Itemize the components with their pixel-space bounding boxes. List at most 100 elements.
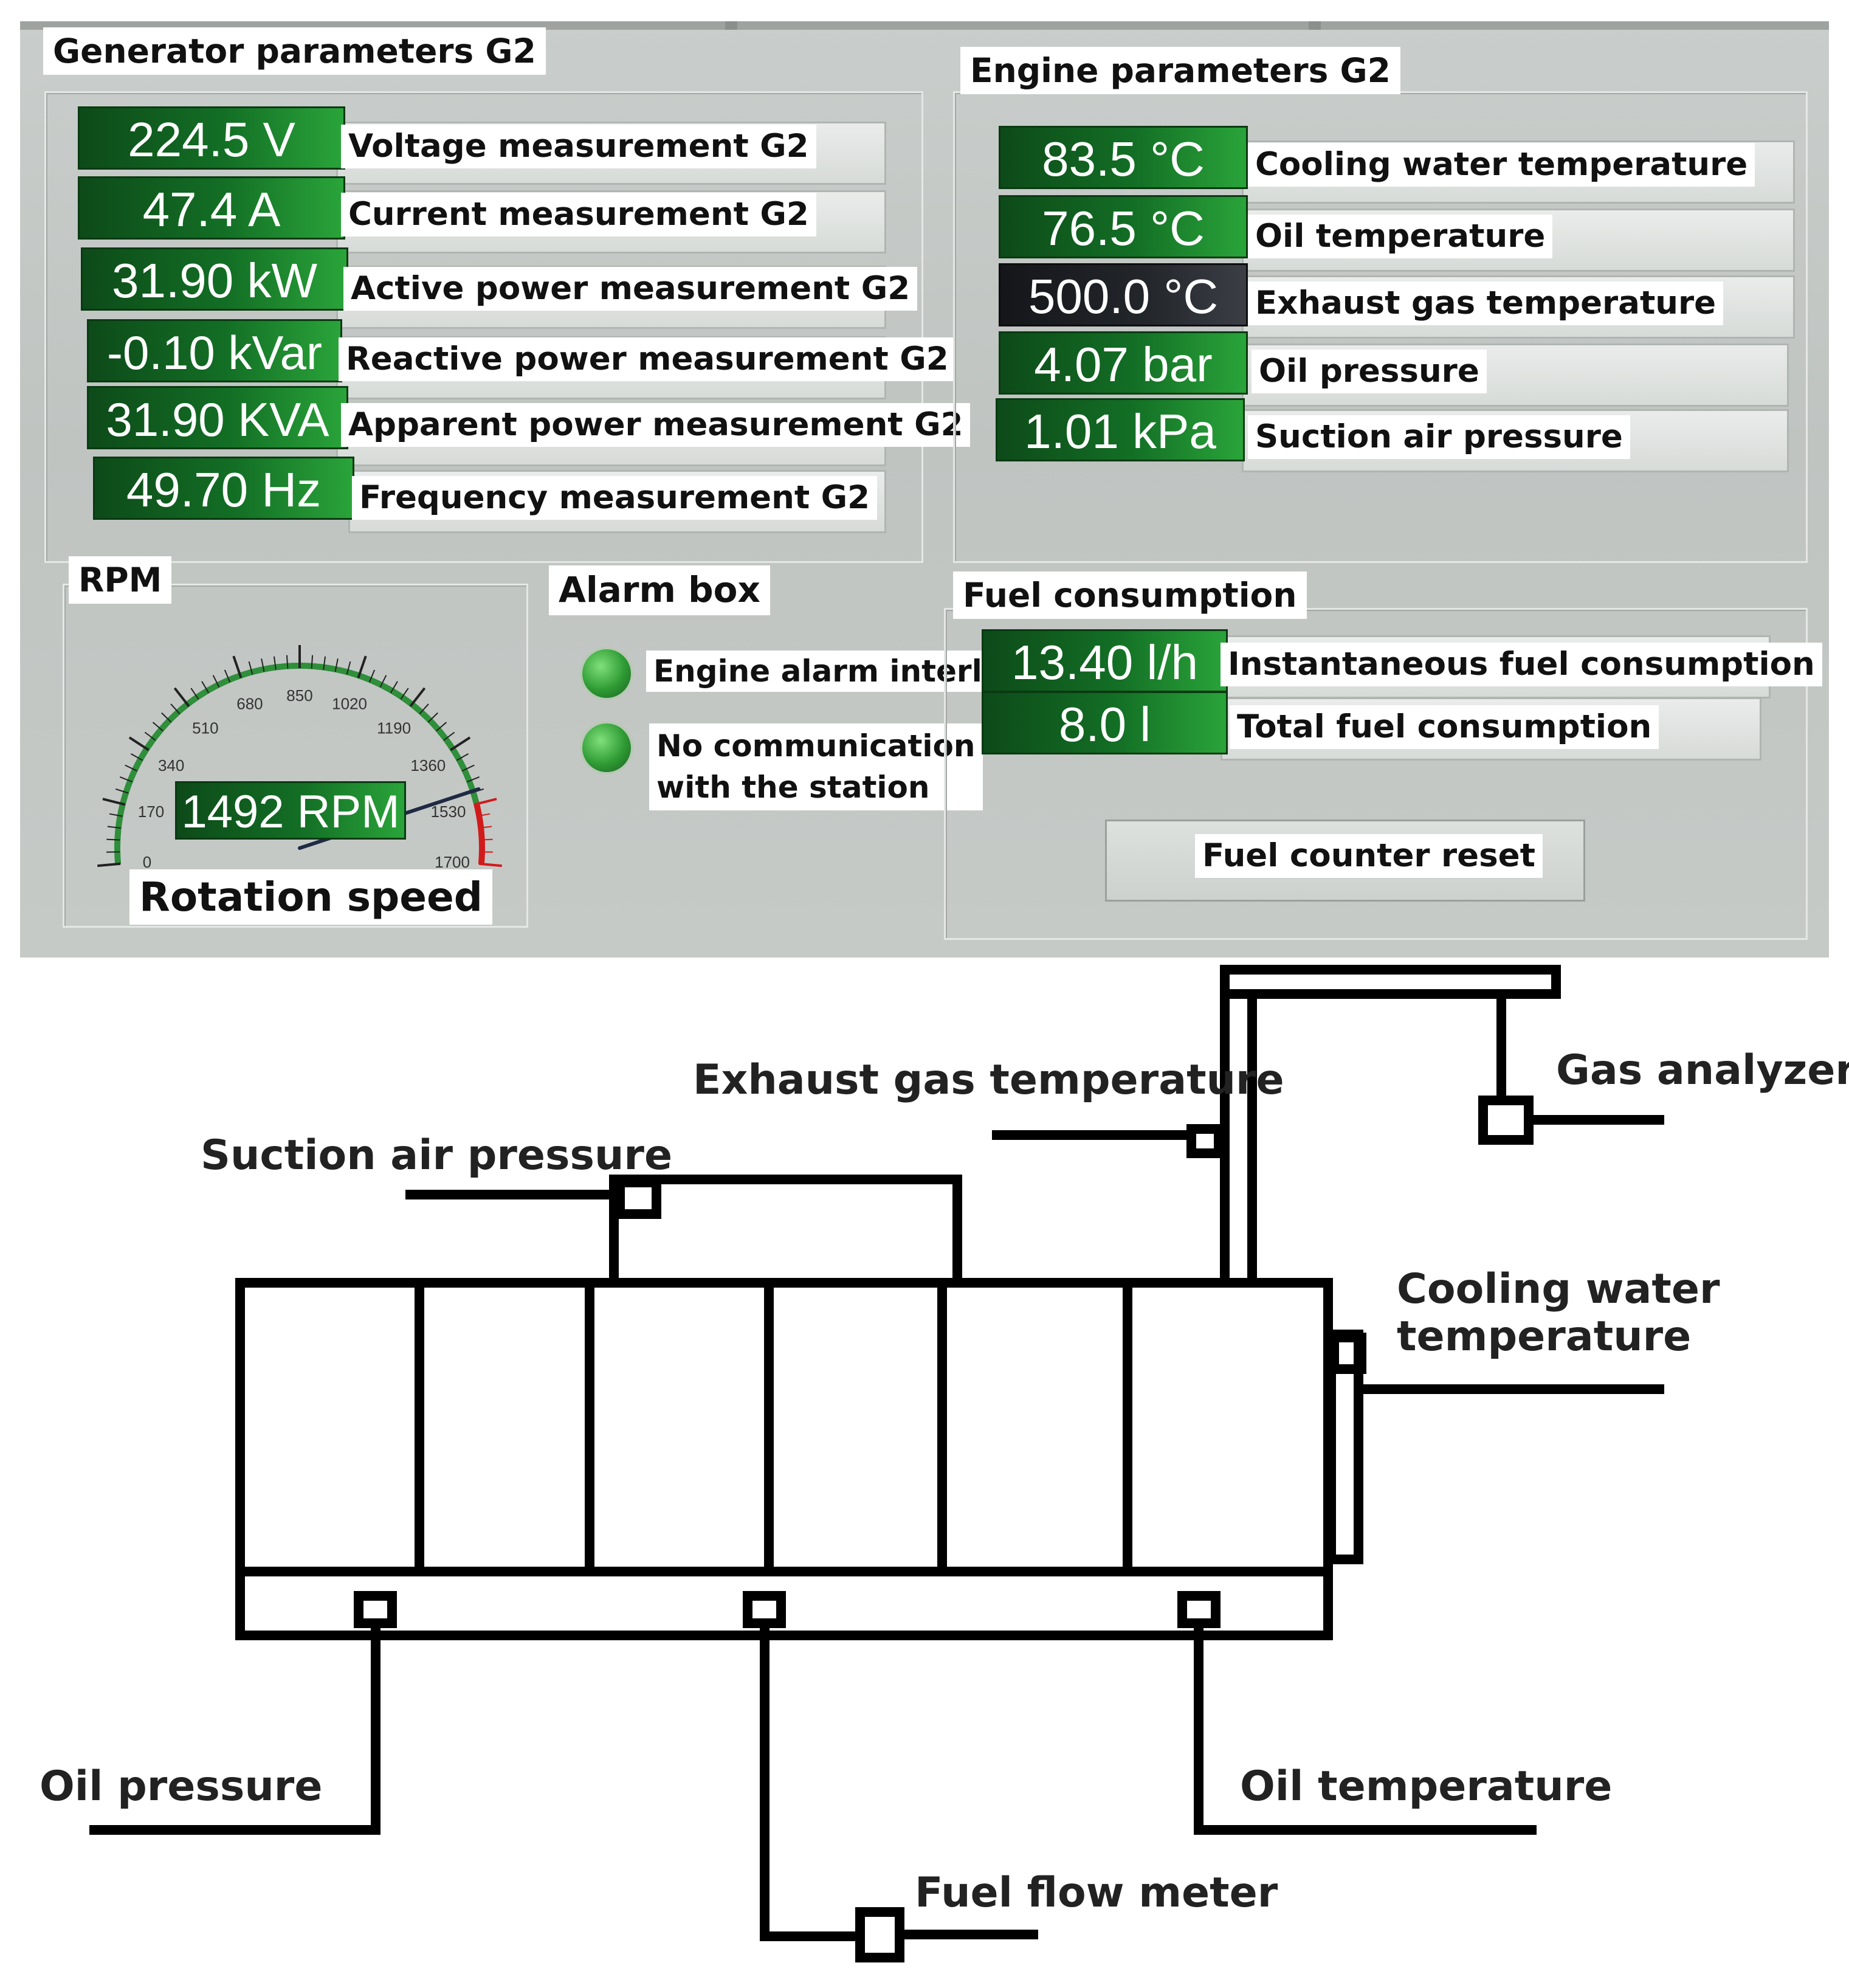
intake-manifold	[609, 1175, 962, 1288]
frequency-value: 49.70 Hz	[93, 457, 354, 520]
top-strip-divider	[725, 21, 737, 30]
gauge-minor-tick	[261, 658, 265, 672]
gauge-tick-label: 1360	[410, 756, 446, 775]
gauge-minor-tick	[456, 753, 469, 761]
gauge-minor-tick	[273, 656, 277, 670]
reactive-power-value: -0.10 kVar	[87, 319, 342, 382]
gauge-minor-tick	[190, 688, 199, 700]
rotation-speed-caption: Rotation speed	[129, 869, 493, 925]
gauge-red-zone-arc	[473, 803, 485, 865]
gauge-minor-tick	[107, 826, 121, 829]
gauge-minor-tick	[119, 776, 133, 782]
fuel-group-title: Fuel consumption	[953, 571, 1307, 619]
gauge-tick-label: 0	[143, 853, 151, 871]
suction-air-pressure-label: Suction air pressure	[1248, 415, 1630, 459]
gauge-minor-tick	[436, 722, 447, 732]
gauge-major-tick	[473, 798, 497, 806]
scada-screen: Generator parameters G2 224.5 V 47.4 A 3…	[20, 21, 1829, 958]
suction-air-pressure-sensor	[615, 1178, 661, 1219]
diagram-gas-analyzer-label: Gas analyzer	[1556, 1046, 1849, 1094]
reactive-power-label: Reactive power measurement G2	[339, 337, 956, 381]
no-communication-label: No communication with the station	[649, 723, 983, 810]
alarm-box-title: Alarm box	[549, 565, 770, 615]
gauge-tick-label: 1190	[377, 719, 411, 737]
oil-pressure-label: Oil pressure	[1252, 350, 1487, 393]
gauge-tick-label: 340	[158, 756, 184, 775]
gauge-minor-tick	[419, 703, 429, 715]
diagram-fuel-flow-meter-label: Fuel flow meter	[915, 1869, 1278, 1917]
rpm-group	[63, 584, 528, 928]
gauge-minor-tick	[115, 788, 129, 794]
gauge-minor-tick	[109, 813, 123, 817]
no-communication-label-line1: No communication	[656, 728, 976, 764]
gauge-tick-label: 680	[236, 695, 263, 713]
diagram-oil-pressure-label: Oil pressure	[40, 1762, 323, 1810]
engine-group-title: Engine parameters G2	[960, 47, 1400, 94]
suction-air-pressure-value: 1.01 kPa	[996, 398, 1245, 461]
oil-temperature-leader	[1194, 1618, 1537, 1835]
gauge-minor-tick	[248, 661, 253, 675]
oil-temperature-value: 76.5 °C	[999, 195, 1248, 258]
engine-alarm-interlock-label: Engine alarm interlock	[646, 651, 1048, 692]
total-fuel-label: Total fuel consumption	[1230, 705, 1659, 749]
cooling-water-temperature-label: Cooling water temperature	[1248, 143, 1755, 187]
diagram-exhaust-gas-temperature-label: Exhaust gas temperature	[693, 1056, 1284, 1104]
instantaneous-fuel-label: Instantaneous fuel consumption	[1221, 643, 1822, 686]
gauge-minor-tick	[443, 731, 455, 741]
gauge-minor-tick	[161, 712, 172, 723]
gauge-minor-tick	[427, 712, 438, 723]
gauge-major-tick	[357, 655, 367, 678]
gauge-minor-tick	[125, 764, 138, 771]
gauge-minor-tick	[400, 688, 409, 700]
gauge-major-tick	[102, 798, 126, 806]
gauge-minor-tick	[170, 703, 181, 715]
gauge-minor-tick	[144, 731, 156, 741]
diagram-cooling-water-line1: Cooling water	[1397, 1265, 1720, 1313]
generator-group	[44, 91, 923, 563]
oil-pressure-leader	[89, 1618, 380, 1835]
current-value: 47.4 A	[78, 176, 345, 240]
gauge-minor-tick	[379, 675, 387, 688]
voltage-value: 224.5 V	[78, 106, 345, 170]
oil-pressure-value: 4.07 bar	[999, 331, 1248, 395]
gauge-major-tick	[97, 862, 121, 868]
total-fuel-value: 8.0 l	[982, 691, 1228, 754]
engine-block	[235, 1278, 1333, 1640]
gauge-major-tick	[409, 687, 426, 707]
voltage-label: Voltage measurement G2	[341, 125, 816, 168]
oil-temperature-label: Oil temperature	[1248, 215, 1553, 258]
gauge-minor-tick	[334, 658, 339, 672]
gauge-tick-label: 510	[192, 719, 218, 737]
cooling-water-temperature-sensor	[1329, 1333, 1366, 1374]
exhaust-gas-temperature-value: 500.0 °C	[999, 263, 1248, 326]
gauge-minor-tick	[346, 661, 351, 675]
gauge-minor-tick	[477, 813, 491, 817]
gauge-tick-label: 170	[138, 802, 164, 821]
exhaust-pipe-outer	[1220, 965, 1561, 1279]
gauge-minor-tick	[224, 669, 231, 683]
gas-analyzer-box	[1478, 1096, 1534, 1145]
fuel-flow-meter-leader	[760, 1618, 865, 1941]
fuel-counter-reset-label: Fuel counter reset	[1195, 834, 1543, 878]
gauge-major-tick	[478, 862, 502, 868]
diagram-suction-air-pressure-label: Suction air pressure	[201, 1131, 673, 1179]
gauge-minor-tick	[130, 753, 143, 761]
generator-group-title: Generator parameters G2	[43, 27, 546, 75]
gauge-major-tick	[173, 687, 190, 707]
gauge-minor-tick	[201, 681, 210, 694]
gauge-tick-label: 850	[286, 686, 312, 705]
diagram-cooling-water-line2: temperature	[1397, 1313, 1692, 1361]
frequency-label: Frequency measurement G2	[352, 476, 878, 520]
diagram-oil-temperature-label: Oil temperature	[1240, 1762, 1613, 1810]
diagram-cooling-water-label: Cooling water temperature	[1397, 1265, 1720, 1361]
apparent-power-value: 31.90 KVA	[87, 386, 348, 449]
gauge-major-tick	[232, 655, 243, 678]
no-communication-label-line2: with the station	[656, 769, 930, 805]
gauge-minor-tick	[466, 776, 480, 782]
gauge-minor-tick	[152, 722, 164, 732]
no-communication-indicator	[582, 723, 631, 772]
engine-alarm-interlock-indicator	[582, 649, 631, 698]
rpm-group-title: RPM	[69, 556, 172, 604]
exhaust-gas-temperature-label: Exhaust gas temperature	[1248, 281, 1724, 325]
